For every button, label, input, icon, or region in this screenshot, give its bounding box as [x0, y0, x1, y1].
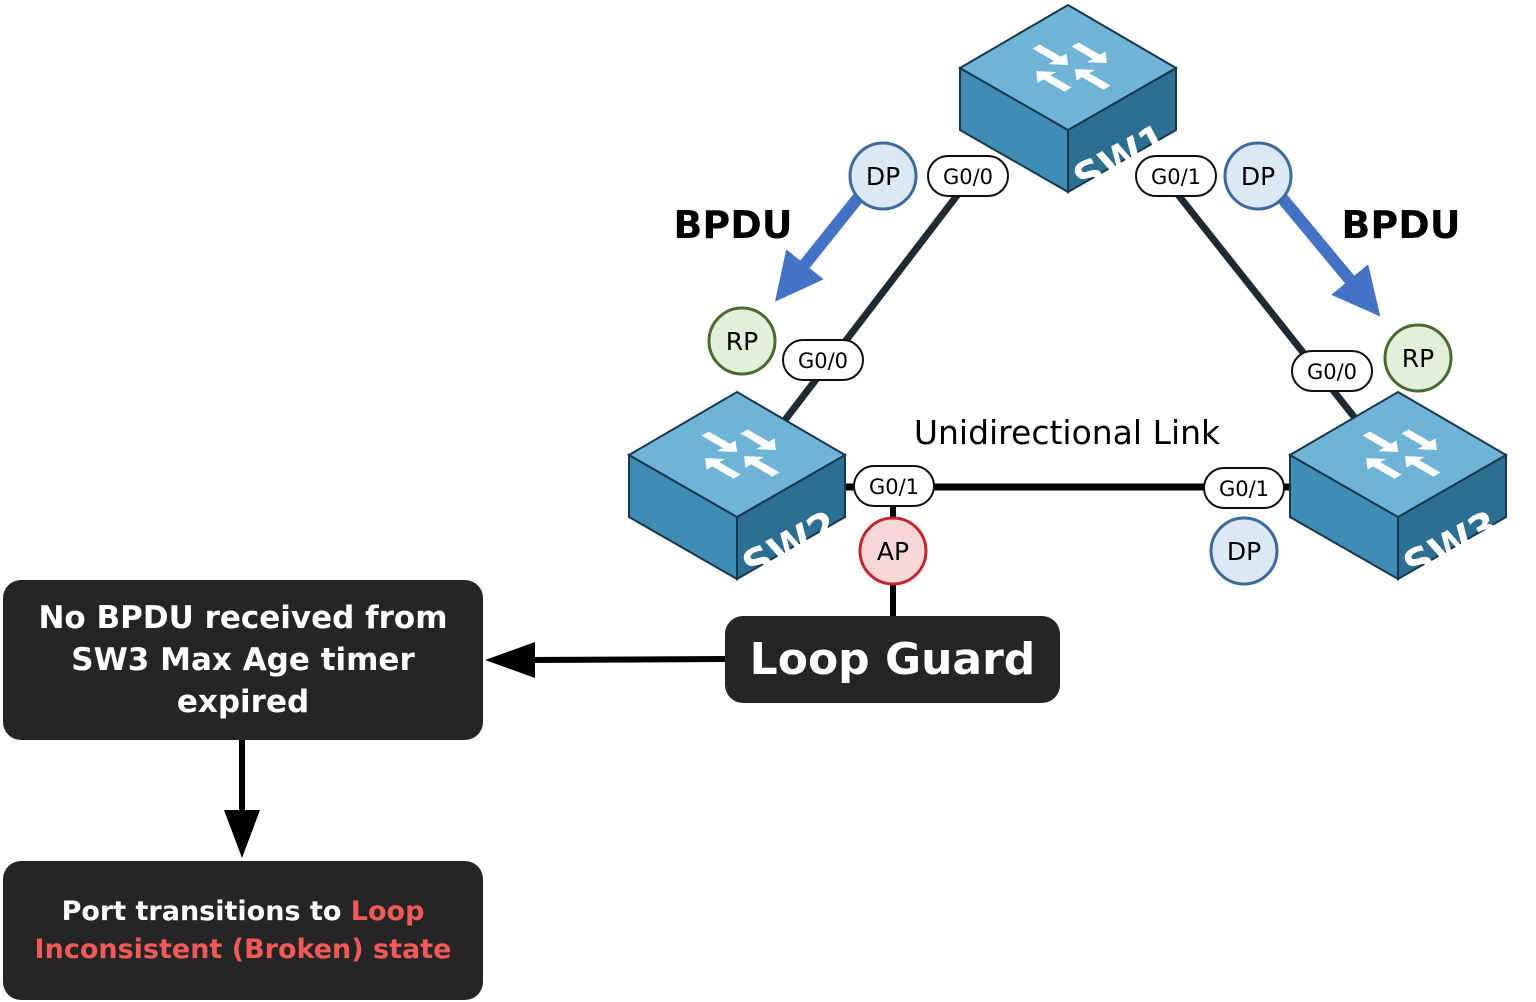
svg-text:G0/1: G0/1	[1151, 165, 1201, 189]
no-bpdu-box: No BPDU received from SW3 Max Age timer …	[3, 580, 483, 740]
switch-sw3: SW3	[1288, 390, 1508, 590]
svg-text:G0/1: G0/1	[1219, 477, 1269, 501]
port-sw3-g01: G0/1	[1203, 467, 1285, 509]
loop-guard-box: Loop Guard	[725, 616, 1060, 703]
port-sw1-g01: G0/1	[1135, 155, 1217, 197]
svg-text:RP: RP	[1402, 344, 1434, 373]
bpdu-label-right: BPDU	[1341, 203, 1460, 247]
port-role-sw2-root: RP	[707, 306, 777, 376]
svg-text:DP: DP	[1227, 537, 1261, 566]
switch-sw1: SW1	[958, 3, 1178, 203]
port-role-sw1-left: DP	[848, 141, 918, 211]
svg-text:G0/0: G0/0	[798, 349, 848, 373]
result-text: Port transitions to Loop Inconsistent (B…	[34, 895, 452, 965]
arrowhead-down	[224, 810, 260, 858]
port-sw2-g00: G0/0	[782, 339, 864, 381]
arrow-loopguard-to-nobpdu	[529, 656, 728, 663]
bpdu-arrow-left	[775, 194, 863, 302]
port-sw3-g00: G0/0	[1291, 350, 1373, 392]
result-box: Port transitions to Loop Inconsistent (B…	[3, 861, 483, 1000]
switch-sw2: SW2	[627, 390, 847, 590]
switch-arrows-icon	[701, 429, 780, 479]
port-role-sw2-alt: AP	[858, 516, 928, 586]
port-role-sw1-right: DP	[1223, 141, 1293, 211]
loop-guard-label: Loop Guard	[749, 634, 1036, 685]
arrowhead-left	[485, 642, 535, 678]
bpdu-arrow-right	[1277, 194, 1381, 317]
svg-text:G0/0: G0/0	[1307, 360, 1357, 384]
port-sw1-g00: G0/0	[927, 155, 1009, 197]
svg-text:G0/1: G0/1	[869, 475, 919, 499]
svg-text:AP: AP	[877, 537, 909, 566]
svg-text:DP: DP	[1241, 162, 1275, 191]
unidirectional-link-label: Unidirectional Link	[914, 413, 1221, 452]
switch-arrows-icon	[1362, 429, 1441, 479]
bpdu-label-left: BPDU	[673, 203, 792, 247]
port-role-sw3-root: RP	[1383, 323, 1453, 393]
svg-text:RP: RP	[726, 327, 758, 356]
svg-text:DP: DP	[866, 162, 900, 191]
port-role-sw3-desig: DP	[1209, 516, 1279, 586]
no-bpdu-text: No BPDU received from SW3 Max Age timer …	[38, 600, 448, 720]
switch-arrows-icon	[1032, 42, 1111, 92]
svg-text:G0/0: G0/0	[943, 165, 993, 189]
port-sw2-g01: G0/1	[853, 465, 935, 507]
